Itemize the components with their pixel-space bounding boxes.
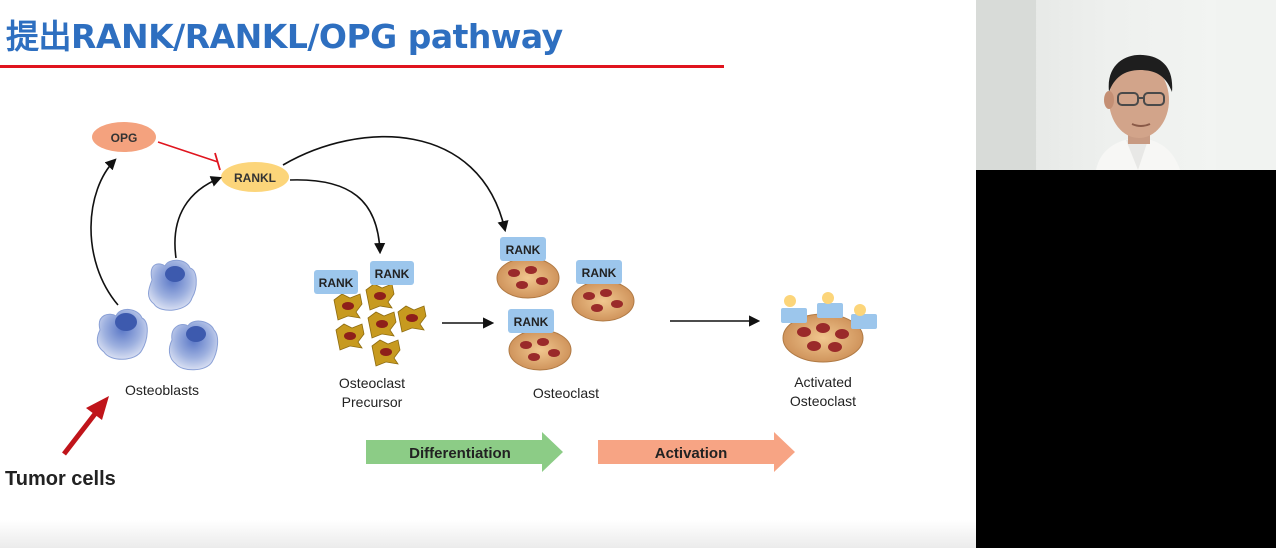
osteoblast-cell-right (168, 320, 219, 371)
opg-inhibition-line (157, 141, 219, 163)
osteoclast-cell-3 (508, 329, 572, 371)
osteoblasts-label: Osteoblasts (125, 382, 199, 398)
activated-label-line1: Activated (794, 374, 852, 390)
presentation-slide: 提出RANK/RANKL/OPG pathway (0, 17, 976, 548)
arrow-osteoblasts-to-rankl (174, 176, 223, 259)
rank-label: RANK (375, 267, 410, 281)
rank-label: RANK (514, 315, 549, 329)
rank-receptor-osteoclast-3: RANK (508, 309, 554, 333)
arrow-rankl-to-precursor (289, 179, 386, 255)
arrow-osteoblasts-to-opg (90, 158, 119, 306)
rank-receptor-osteoclast-2: RANK (576, 260, 622, 284)
slide-bottom-fade (0, 520, 976, 548)
bound-rank-rankl-2 (817, 292, 843, 318)
slide-title: 提出RANK/RANKL/OPG pathway (6, 17, 563, 56)
arrow-rankl-to-osteoclast (282, 135, 509, 233)
osteoclast-cell-1 (496, 257, 560, 299)
osteoclast-label: Osteoclast (533, 385, 599, 401)
activation-label: Activation (655, 445, 728, 462)
presenter-avatar-icon (976, 0, 1276, 170)
opg-label: OPG (111, 131, 138, 145)
rank-label: RANK (582, 266, 617, 280)
activated-osteoclast-cell (782, 313, 864, 363)
rankl-node: RANKL (221, 162, 289, 192)
activated-label-line2: Osteoclast (790, 393, 856, 409)
bound-rank-rankl-3 (851, 304, 877, 329)
bound-rank-rankl-1 (781, 295, 807, 323)
rankl-label: RANKL (234, 171, 276, 185)
tumor-cells-label: Tumor cells (5, 468, 116, 490)
rank-label: RANK (506, 243, 541, 257)
pathway-diagram: Osteoblasts OPG RANKL (5, 122, 877, 490)
activation-stage-arrow: Activation (598, 432, 795, 472)
osteoblast-cell-top (148, 259, 197, 311)
osteoblast-cell-left (96, 309, 148, 360)
presenter-video[interactable] (976, 0, 1276, 170)
tumor-cells-arrow (62, 396, 109, 456)
differentiation-stage-arrow: Differentiation (366, 432, 563, 472)
title-rule (0, 65, 724, 68)
rank-receptor-osteoclast-1: RANK (500, 237, 546, 261)
osteoclast-cell-2 (571, 280, 635, 322)
precursor-label-line1: Osteoclast (339, 375, 405, 391)
rank-receptor-precursor-1: RANK (314, 270, 358, 294)
webcam-panel (976, 0, 1276, 548)
rank-receptor-precursor-2: RANK (370, 261, 414, 285)
opg-node: OPG (92, 122, 156, 152)
precursor-label-line2: Precursor (342, 394, 403, 410)
differentiation-label: Differentiation (409, 445, 511, 462)
precursor-cell-cluster (333, 283, 427, 367)
opg-inhibition-bar (214, 152, 221, 171)
rank-label: RANK (319, 276, 354, 290)
